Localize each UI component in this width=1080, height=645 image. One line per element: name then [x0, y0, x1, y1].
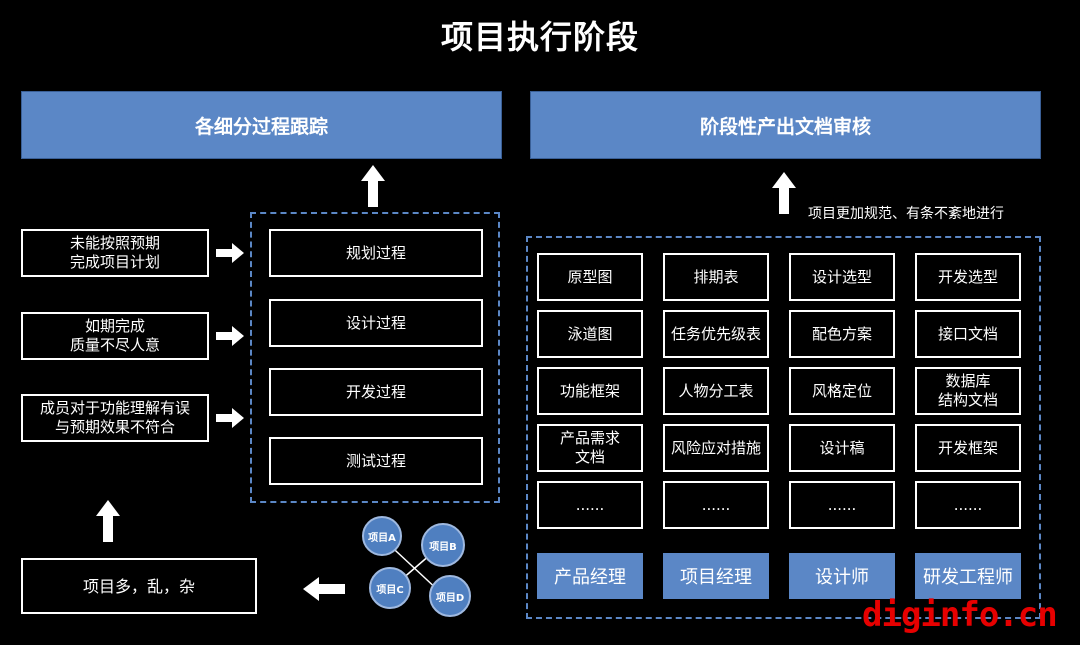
document-cell: 开发选型 — [915, 253, 1021, 301]
document-cell: 设计选型 — [789, 253, 895, 301]
document-cell: 原型图 — [537, 253, 643, 301]
right-arrow-icon — [216, 408, 244, 428]
documents-group — [526, 236, 1041, 619]
process-planning: 规划过程 — [269, 229, 483, 277]
role-rd-engineer: 研发工程师 — [915, 553, 1021, 599]
project-a-node: 项目A — [362, 516, 402, 556]
document-cell: 风格定位 — [789, 367, 895, 415]
document-cell: 泳道图 — [537, 310, 643, 358]
watermark: diginfo.cn — [862, 595, 1058, 635]
up-arrow-icon — [361, 165, 385, 207]
document-review-header: 阶段性产出文档审核 — [530, 91, 1041, 159]
document-cell: 数据库 结构文档 — [915, 367, 1021, 415]
chaos-box: 项目多，乱，杂 — [21, 558, 257, 614]
project-c-node: 项目C — [369, 567, 411, 609]
document-cell: 产品需求 文档 — [537, 424, 643, 472]
document-cell: ...... — [789, 481, 895, 529]
up-arrow-icon — [772, 172, 796, 214]
project-b-node: 项目B — [421, 523, 465, 567]
document-cell: 任务优先级表 — [663, 310, 769, 358]
role-designer: 设计师 — [789, 553, 895, 599]
document-cell: 人物分工表 — [663, 367, 769, 415]
document-cell: 开发框架 — [915, 424, 1021, 472]
project-d-node: 项目D — [429, 575, 471, 617]
role-project-manager: 项目经理 — [663, 553, 769, 599]
role-product-manager: 产品经理 — [537, 553, 643, 599]
document-cell: ...... — [663, 481, 769, 529]
document-cell: 设计稿 — [789, 424, 895, 472]
issue-box: 成员对于功能理解有误 与预期效果不符合 — [21, 394, 209, 442]
process-development: 开发过程 — [269, 368, 483, 416]
page-title: 项目执行阶段 — [440, 18, 639, 56]
issue-box: 未能按照预期 完成项目计划 — [21, 229, 209, 277]
document-cell: 接口文档 — [915, 310, 1021, 358]
document-cell: 排期表 — [663, 253, 769, 301]
document-cell: ...... — [537, 481, 643, 529]
issue-box: 如期完成 质量不尽人意 — [21, 312, 209, 360]
process-group — [250, 212, 500, 503]
document-cell: ...... — [915, 481, 1021, 529]
document-cell: 功能框架 — [537, 367, 643, 415]
process-design: 设计过程 — [269, 299, 483, 347]
up-arrow-icon — [96, 500, 120, 542]
document-cell: 风险应对措施 — [663, 424, 769, 472]
right-arrow-icon — [216, 326, 244, 346]
right-arrow-icon — [216, 243, 244, 263]
process-testing: 测试过程 — [269, 437, 483, 485]
progress-note: 项目更加规范、有条不紊地进行 — [808, 206, 1004, 222]
process-tracking-header: 各细分过程跟踪 — [21, 91, 502, 159]
left-arrow-icon — [303, 577, 345, 601]
document-cell: 配色方案 — [789, 310, 895, 358]
